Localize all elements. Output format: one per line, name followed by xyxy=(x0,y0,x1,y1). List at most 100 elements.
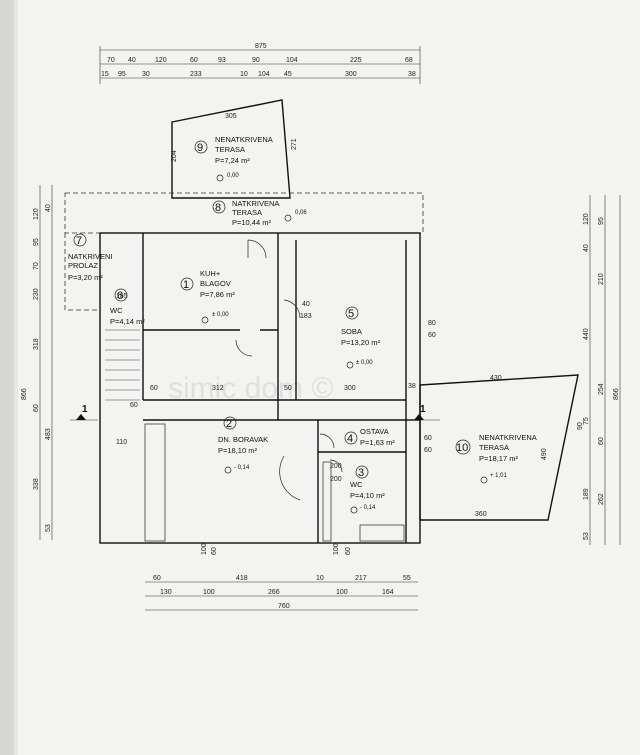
dim-top-4: 60 xyxy=(190,57,198,64)
room-6-area: P=4,14 m² xyxy=(110,317,145,326)
building-walls xyxy=(99,232,421,544)
dim-bot-r2-1: 130 xyxy=(160,589,172,596)
room-8-name-1: NATKRIVENA xyxy=(232,199,279,208)
dim-top-9: 68 xyxy=(405,57,413,64)
dim-left-2: 95 xyxy=(33,238,40,246)
room-10-area: P=18,17 m² xyxy=(479,454,518,463)
dim-right-5: 262 xyxy=(598,493,605,505)
idim-13: 200 xyxy=(330,463,342,470)
idim-20: 60 xyxy=(345,547,352,555)
room-10-name-1: NENATKRIVENA xyxy=(479,433,537,442)
room-10-level: + 1,01 xyxy=(490,473,508,479)
room-3-level: - 0,14 xyxy=(360,505,376,511)
room-5-name: SOBA xyxy=(341,327,362,336)
room-2-level: - 0,14 xyxy=(234,465,250,471)
dim-bot-5: 55 xyxy=(403,575,411,582)
idim-9: 183 xyxy=(300,313,312,320)
room-7-name-1: NATKRIVENI xyxy=(68,252,112,261)
section-label-left: 1 xyxy=(82,404,88,415)
room-8-name-2: TERASA xyxy=(232,208,262,217)
dim-top-r2-9: 38 xyxy=(408,71,416,78)
dim-bot-r2-4: 100 xyxy=(336,589,348,596)
dim-bot-r2-5: 164 xyxy=(382,589,394,596)
room-2-number: 2 xyxy=(226,418,232,430)
room-5-number: 5 xyxy=(348,308,354,320)
room-8-level: 0,06 xyxy=(295,210,307,216)
room-9-number: 9 xyxy=(197,142,203,154)
dim-top-r2-6: 104 xyxy=(258,71,270,78)
idim-6: 110 xyxy=(116,439,127,446)
dim-top-5: 93 xyxy=(218,57,226,64)
room-1-name-1: KUH+ xyxy=(200,269,221,278)
idim-8: 60 xyxy=(130,402,138,409)
dim-right-inner-1: 120 xyxy=(583,213,590,225)
idim-14: 200 xyxy=(330,476,342,483)
room-4: 4 OSTAVA P=1,63 m² xyxy=(344,427,395,447)
room-7-name-2: PROLAZ xyxy=(68,261,98,270)
section-label-right: 1 xyxy=(420,404,426,415)
room-2-area: P=18,10 m² xyxy=(218,446,257,455)
idim-11: 80 xyxy=(428,320,436,327)
dim-top-8: 225 xyxy=(350,57,362,64)
room-5-area: P=13,20 m² xyxy=(341,338,380,347)
room-3-area: P=4,10 m² xyxy=(350,491,385,500)
room-9-name-2: TERASA xyxy=(215,145,245,154)
doors xyxy=(235,239,343,501)
room-3: 3 WC P=4,10 m² - 0,14 xyxy=(350,465,385,514)
idim-23: 360 xyxy=(475,511,487,518)
dim-top-3: 120 xyxy=(155,57,167,64)
dim-left-inner-1: 40 xyxy=(45,204,52,212)
dim-right-3: 440 xyxy=(583,328,590,340)
dim-top-1: 70 xyxy=(107,57,115,64)
dim-right-inner-8: 189 xyxy=(583,488,590,500)
dim-left-1: 120 xyxy=(33,208,40,220)
room-1-name-2: BLAGOV xyxy=(200,279,231,288)
dim-top-r2-2: 95 xyxy=(118,71,126,78)
terrace-10-outline xyxy=(419,374,579,521)
bottom-dimensions: 60 418 10 217 55 130 100 266 100 164 760 xyxy=(145,575,418,611)
dim-left-3: 70 xyxy=(33,262,40,270)
dim-right-inner-2: 40 xyxy=(583,244,590,252)
dim-overall-top: 875 xyxy=(255,43,267,50)
dim-bot-3: 10 xyxy=(316,575,324,582)
dim-terrace-width: 305 xyxy=(225,113,237,120)
room-10-name-2: TERASA xyxy=(479,443,509,452)
dim-right-2: 210 xyxy=(598,273,605,285)
dim-top-r2-4: 233 xyxy=(190,71,202,78)
stairs xyxy=(105,329,140,401)
dim-left-overall: 866 xyxy=(21,388,28,400)
dim-right-overall: 866 xyxy=(613,388,620,400)
room-9-name-1: NENATKRIVENA xyxy=(215,135,273,144)
passage-7-outline xyxy=(64,233,100,311)
dim-bot-r2-3: 266 xyxy=(268,589,280,596)
room-10-number: 10 xyxy=(456,442,468,454)
room-6-number: 6 xyxy=(117,290,123,302)
idim-5: 38 xyxy=(408,383,416,390)
idim-3: 50 xyxy=(284,385,292,392)
room-4-name: OSTAVA xyxy=(360,427,389,436)
idim-7: 185 xyxy=(116,293,128,300)
terrace-9-outline: 305 204 271 xyxy=(171,99,298,199)
dim-right-inner-7: 60 xyxy=(598,437,605,445)
room-4-number: 4 xyxy=(347,433,353,445)
dim-left-5: 318 xyxy=(33,338,40,350)
room-9-level: 0,00 xyxy=(227,173,239,179)
idim-4: 300 xyxy=(344,385,356,392)
dim-top-2: 40 xyxy=(128,57,136,64)
dim-top-7: 104 xyxy=(286,57,298,64)
idim-18: 60 xyxy=(211,547,218,555)
idim-19: 100 xyxy=(333,543,340,555)
dim-left-4: 230 xyxy=(33,288,40,300)
dim-left-7: 483 xyxy=(45,428,52,440)
dim-left-6: 60 xyxy=(33,404,40,412)
dim-top-r2-1: 15 xyxy=(101,71,109,78)
scan-edge xyxy=(0,0,14,755)
room-2-name: DN. BORAVAK xyxy=(218,435,268,444)
idim-21: 430 xyxy=(490,375,502,382)
dim-right-1: 95 xyxy=(598,217,605,225)
interior-dimensions: 60 312 50 300 38 110 185 60 183 40 80 60… xyxy=(116,293,584,555)
dim-right-4: 254 xyxy=(598,383,605,395)
dim-top-r2-8: 300 xyxy=(345,71,357,78)
room-8: 8 NATKRIVENA TERASA P=10,44 m² 0,06 xyxy=(212,199,307,227)
